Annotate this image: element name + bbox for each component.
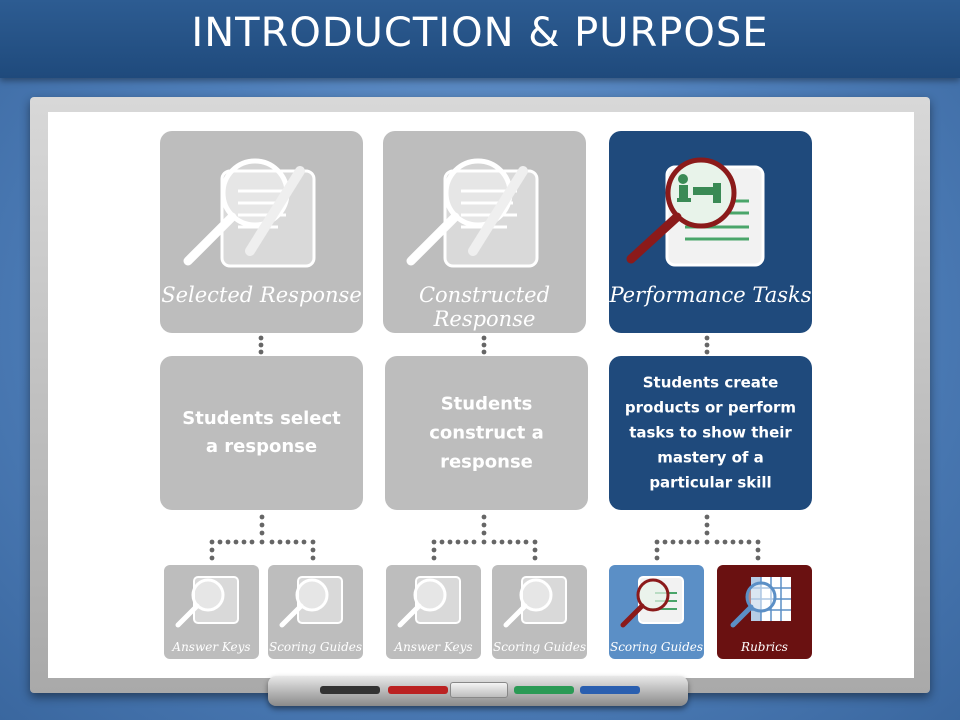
tool-card-answer-keys[interactable]: Answer Keys: [386, 565, 481, 659]
magnifier-document-icon: [620, 576, 684, 628]
tool-card-rubrics[interactable]: Rubrics: [717, 565, 812, 659]
magnifier-document-icon: [406, 158, 539, 268]
connector-dots: [481, 335, 487, 355]
blue-marker: [580, 686, 640, 694]
category-label: Selected Response: [161, 283, 362, 307]
magnifier-document-icon: [183, 158, 316, 268]
magnifier-document-icon: [175, 576, 239, 628]
black-marker: [320, 686, 380, 694]
rubric-grid-icon: [730, 577, 791, 628]
tool-label: Scoring Guides: [609, 640, 704, 654]
tool-card-scoring-guides[interactable]: Scoring Guides: [492, 565, 587, 659]
red-marker: [388, 686, 448, 694]
branch-connector: [654, 514, 761, 561]
description-card-constructed-response: Students construct a response: [385, 356, 588, 510]
category-card-performance-tasks[interactable]: Performance Tasks: [609, 131, 812, 333]
magnifier-document-icon: [279, 576, 343, 628]
tool-label: Answer Keys: [172, 640, 251, 654]
category-label: Performance Tasks: [609, 283, 812, 307]
tool-label: Scoring Guides: [268, 640, 363, 654]
piano-document-icon: [626, 157, 765, 267]
tool-card-answer-keys[interactable]: Answer Keys: [164, 565, 259, 659]
category-label: Constructed Response: [418, 283, 551, 331]
magnifier-document-icon: [503, 576, 567, 628]
tool-card-scoring-guides[interactable]: Scoring Guides: [268, 565, 363, 659]
description-card-selected-response: Students select a response: [160, 356, 363, 510]
magnifier-document-icon: [397, 576, 461, 628]
eraser: [450, 682, 508, 698]
tool-label: Rubrics: [741, 640, 788, 654]
category-card-constructed-response[interactable]: Constructed Response: [383, 131, 586, 333]
tool-card-scoring-guides[interactable]: Scoring Guides: [609, 565, 704, 659]
tool-label: Scoring Guides: [492, 640, 587, 654]
description-text: Students select a response: [182, 408, 341, 457]
title-band: [0, 0, 960, 78]
page-title: INTRODUCTION & PURPOSE: [191, 10, 769, 56]
connector-dots: [258, 335, 264, 355]
green-marker: [514, 686, 574, 694]
tool-label: Answer Keys: [394, 640, 473, 654]
description-text: Students construct a response: [429, 393, 544, 473]
category-card-selected-response[interactable]: Selected Response: [160, 131, 363, 333]
branch-connector: [209, 514, 316, 561]
description-card-performance-tasks: Students create products or perform task…: [609, 356, 812, 510]
branch-connector: [431, 514, 538, 561]
connector-dots: [704, 335, 710, 355]
description-text: Students create products or perform task…: [624, 373, 797, 492]
